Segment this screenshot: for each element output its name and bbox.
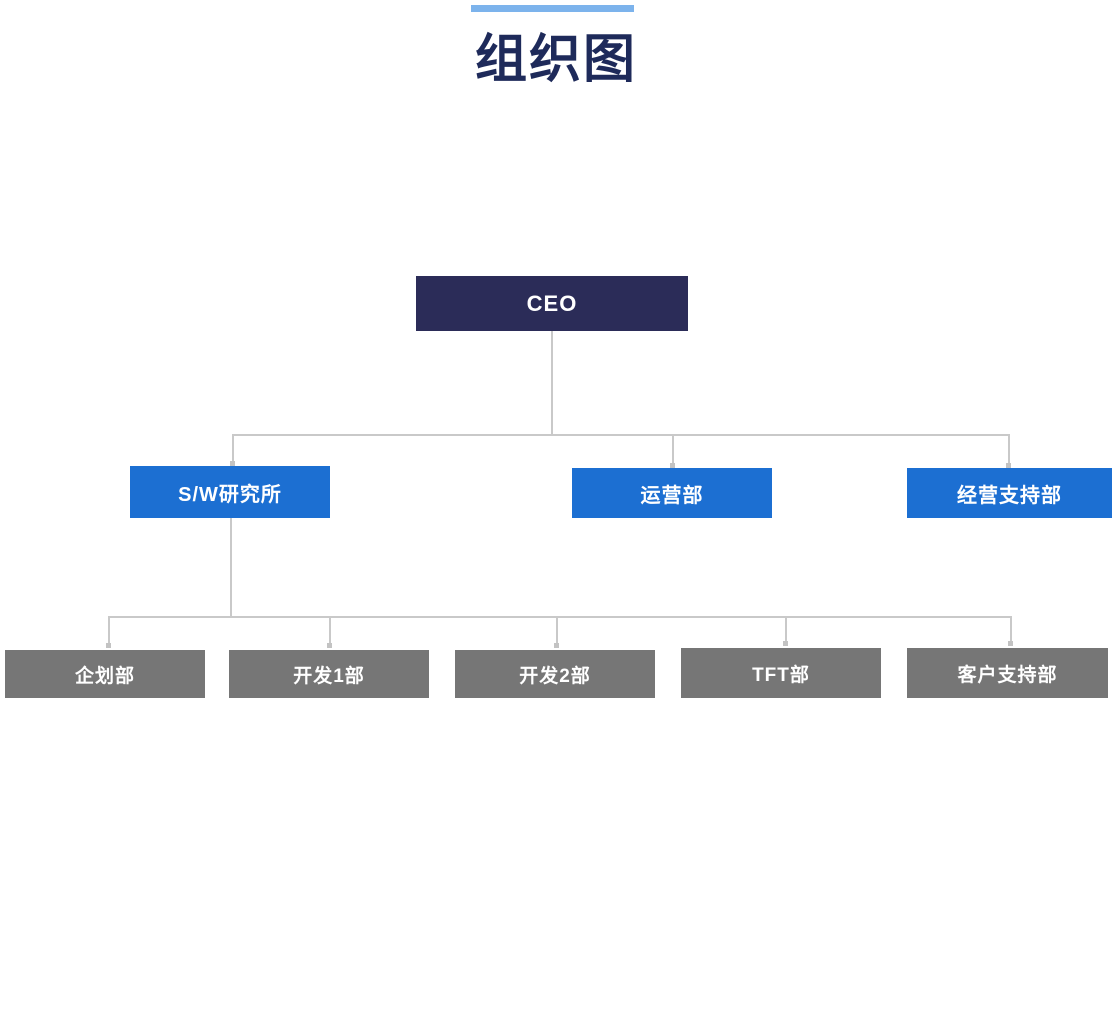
connector-level1-bus [232,434,1010,436]
connector-cap-tft-department [783,641,788,646]
connector-cap-development-1-department [327,643,332,648]
org-node-tft-department[interactable]: TFT部 [681,648,881,698]
connector-sw-research-institute-stem [230,518,232,617]
connector-drop-development-1-department [329,616,331,645]
org-node-operations-department[interactable]: 运营部 [572,468,772,518]
org-node-development-1-department[interactable]: 开发1部 [229,650,429,698]
page-title: 组织图 [474,31,637,89]
connector-cap-operations-department [670,463,675,468]
org-node-customer-support-department[interactable]: 客户支持部 [907,648,1108,698]
title-accent-bar [471,5,634,12]
org-node-management-support-department[interactable]: 经营支持部 [907,468,1112,518]
connector-cap-customer-support-department [1008,641,1013,646]
connector-cap-sw-research-institute [230,461,235,466]
connector-cap-management-support-department [1006,463,1011,468]
connector-cap-development-2-department [554,643,559,648]
connector-drop-management-support-department [1008,434,1010,465]
connector-drop-sw-research-institute [232,434,234,463]
connector-ceo-stem [551,331,553,435]
connector-level2-bus [108,616,1012,618]
connector-cap-planning-department [106,643,111,648]
org-node-planning-department[interactable]: 企划部 [5,650,205,698]
org-node-ceo[interactable]: CEO [416,276,688,331]
connector-drop-operations-department [672,434,674,465]
connector-drop-planning-department [108,616,110,645]
connector-drop-tft-department [785,616,787,643]
connector-drop-development-2-department [556,616,558,645]
org-node-development-2-department[interactable]: 开发2部 [455,650,655,698]
connector-drop-customer-support-department [1010,616,1012,643]
org-node-sw-research-institute[interactable]: S/W研究所 [130,466,330,518]
